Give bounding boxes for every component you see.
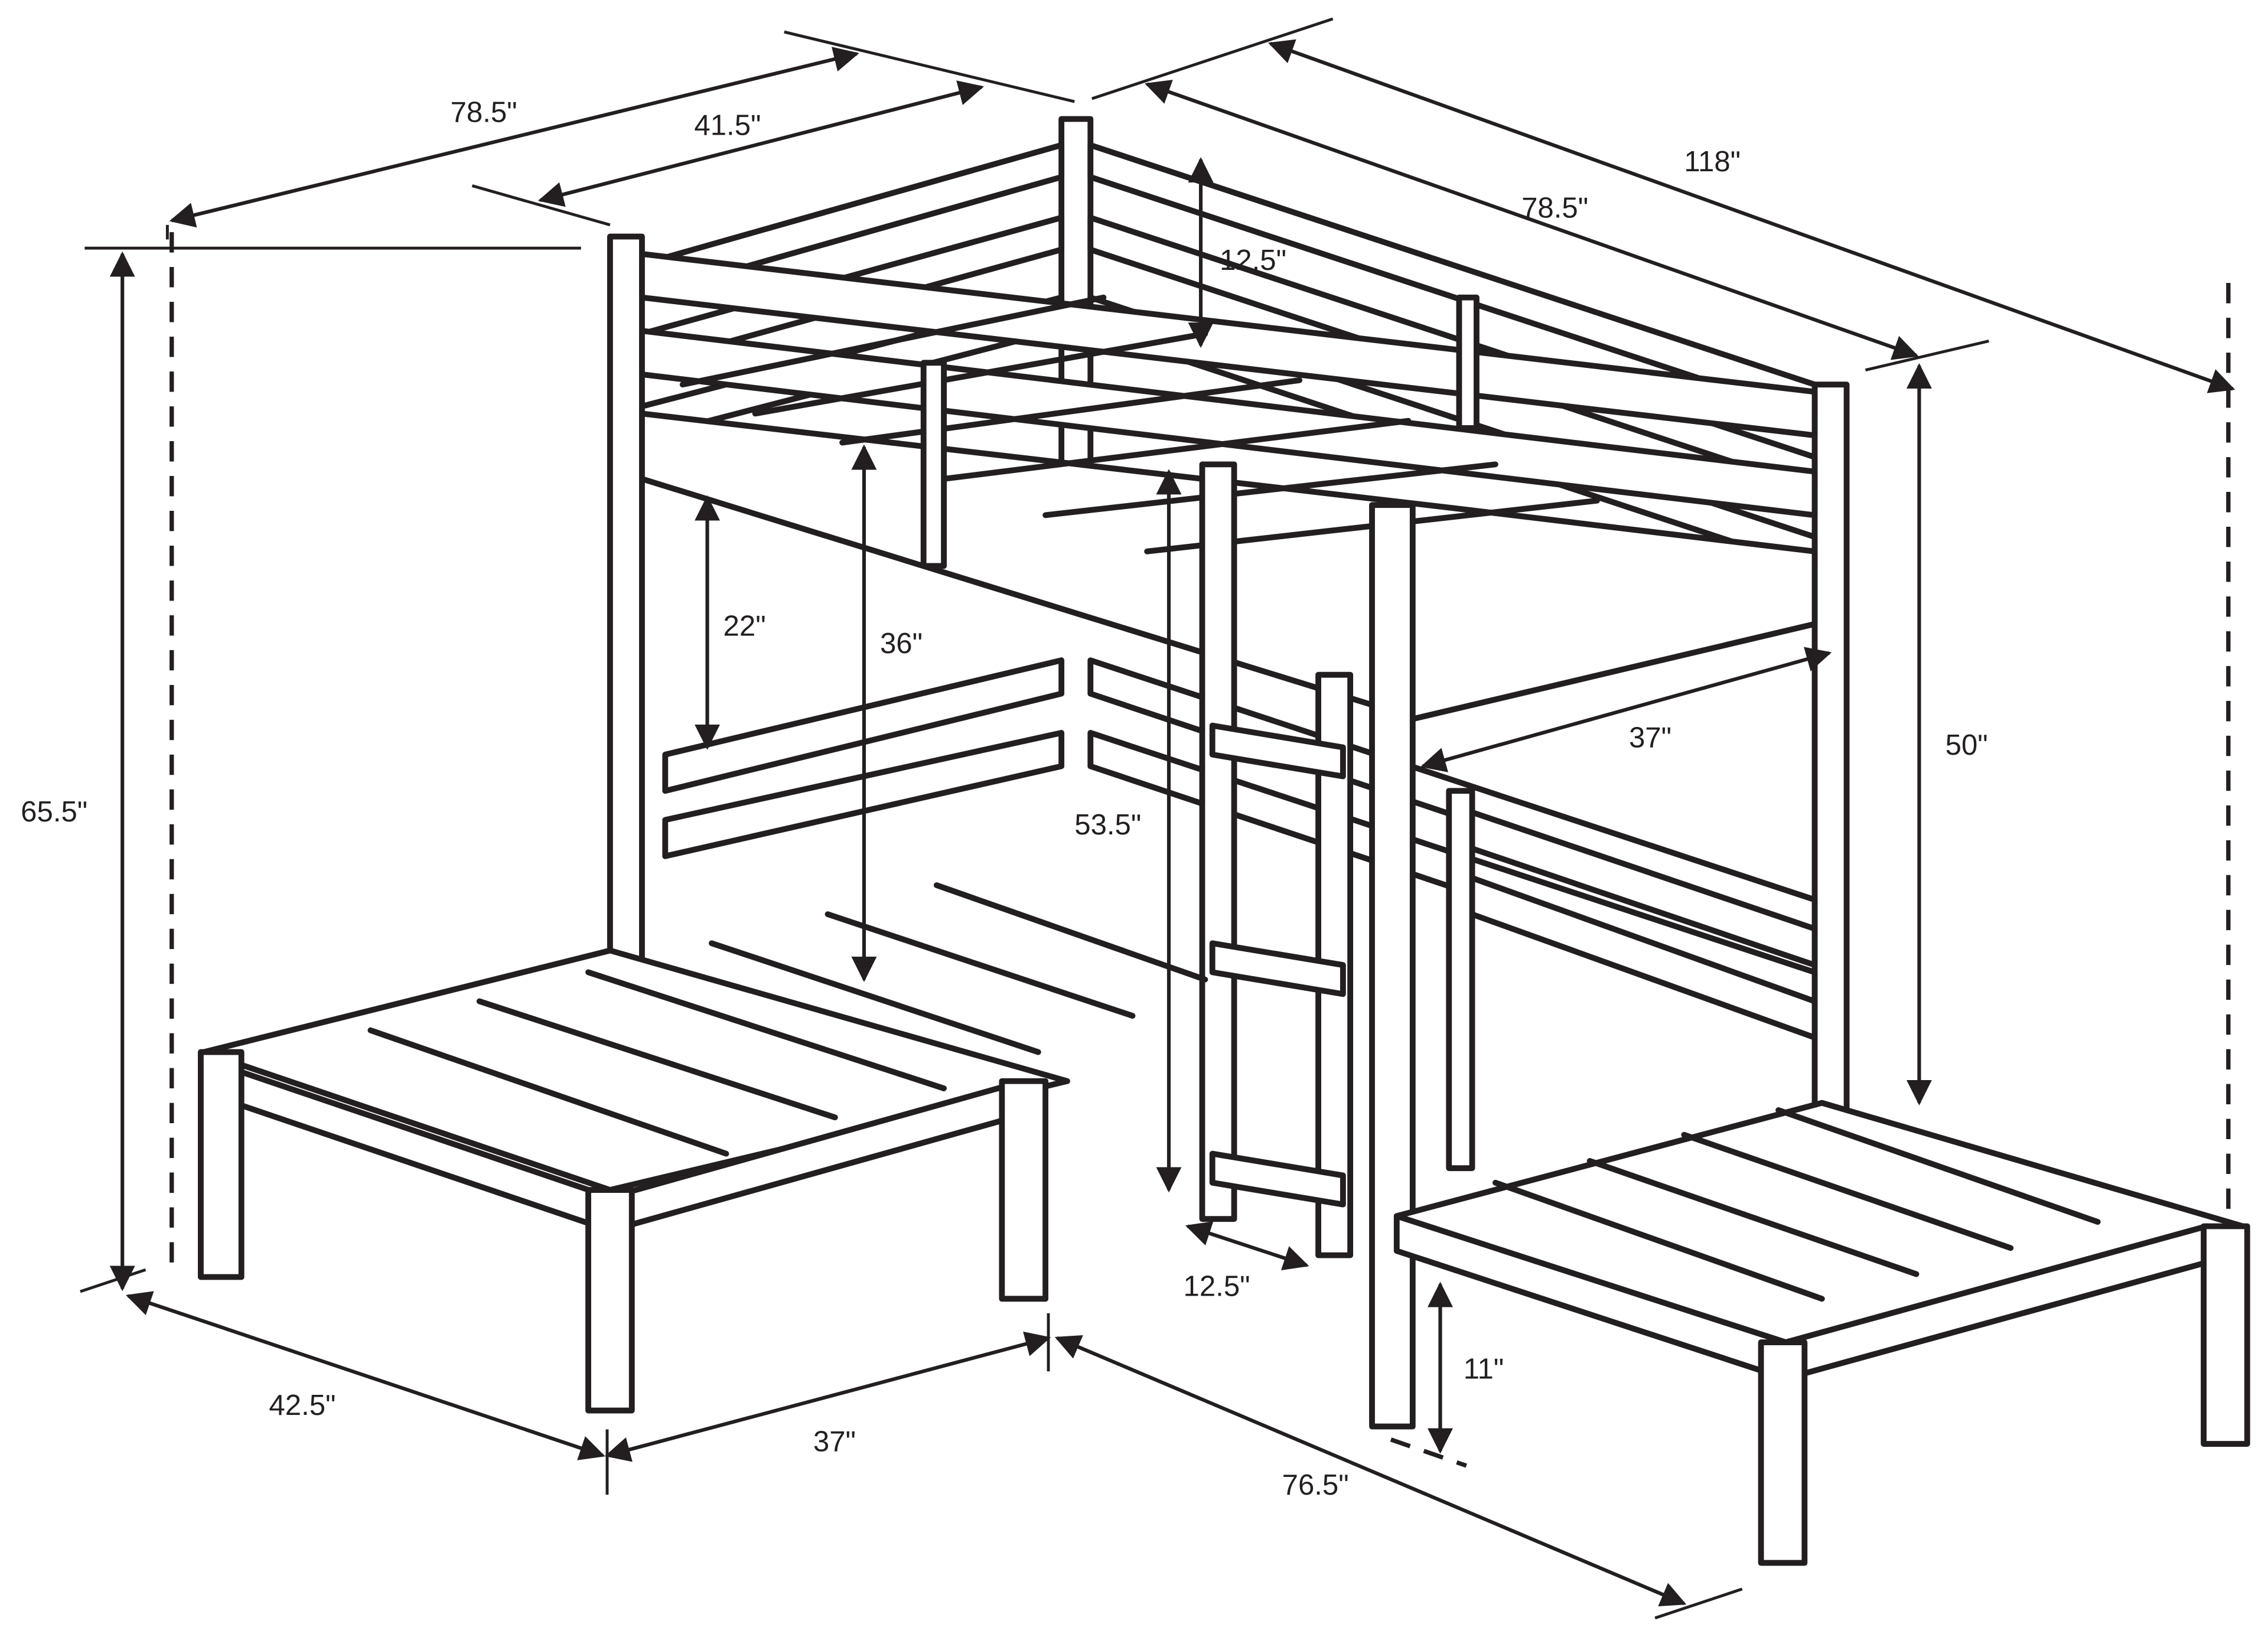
post-front-left xyxy=(607,233,645,966)
dimension-labels: 78.5" 41.5" 118" 78.5" 12.5" 22" 36" 65.… xyxy=(21,96,1988,1501)
label-bottom-left-depth: 42.5" xyxy=(269,1390,335,1421)
ladder xyxy=(1199,461,1354,1258)
lower-left-slats xyxy=(367,882,1208,1157)
label-top-left-inner: 41.5" xyxy=(694,110,761,142)
label-under-rail-clearance: 22" xyxy=(724,610,766,642)
label-bottom-right-length: 76.5" xyxy=(1282,1469,1349,1501)
label-bunk-clearance: 36" xyxy=(880,628,923,660)
lower-left-leg-mid xyxy=(999,1078,1049,1302)
label-ladder-height: 53.5" xyxy=(1074,809,1141,841)
ladder-rung-1 xyxy=(1209,722,1346,780)
label-leg-height: 11" xyxy=(1464,1353,1504,1385)
center-support xyxy=(920,360,947,569)
lower-left-leg-back xyxy=(197,1049,245,1280)
label-total-height: 65.5" xyxy=(21,796,87,828)
lower-right-bed xyxy=(1393,1100,2250,1566)
lower-left-leg-front xyxy=(585,1187,635,1414)
ladder-left-rail xyxy=(1199,461,1237,1222)
ladder-rung-2 xyxy=(1209,940,1346,997)
dimension-lines xyxy=(80,17,2236,1620)
lower-right-leg-right xyxy=(2201,1223,2250,1447)
lower-right-slats xyxy=(1492,1107,2101,1302)
lower-right-leg-front xyxy=(1758,1339,1808,1566)
right-back-support xyxy=(1456,294,1480,431)
post-front-right xyxy=(1369,502,1416,1430)
label-rail-height: 12.5" xyxy=(1220,244,1286,276)
lower-left-bed xyxy=(197,882,1208,1414)
label-top-right-inner: 78.5" xyxy=(1521,193,1588,224)
label-upper-bunk-height: 50" xyxy=(1946,729,1988,761)
label-top-left-overall: 78.5" xyxy=(451,96,517,128)
lower-right-platform xyxy=(1393,1100,2246,1345)
label-ladder-width: 12.5" xyxy=(1184,1270,1250,1302)
post-right xyxy=(1811,381,1850,1113)
label-top-right-overall: 118" xyxy=(1684,146,1741,178)
label-bottom-mid-width: 37" xyxy=(813,1426,856,1457)
label-upper-bunk-width: 37" xyxy=(1629,722,1671,754)
lower-right-post xyxy=(1446,788,1475,1172)
ladder-rung-3 xyxy=(1209,1150,1346,1208)
